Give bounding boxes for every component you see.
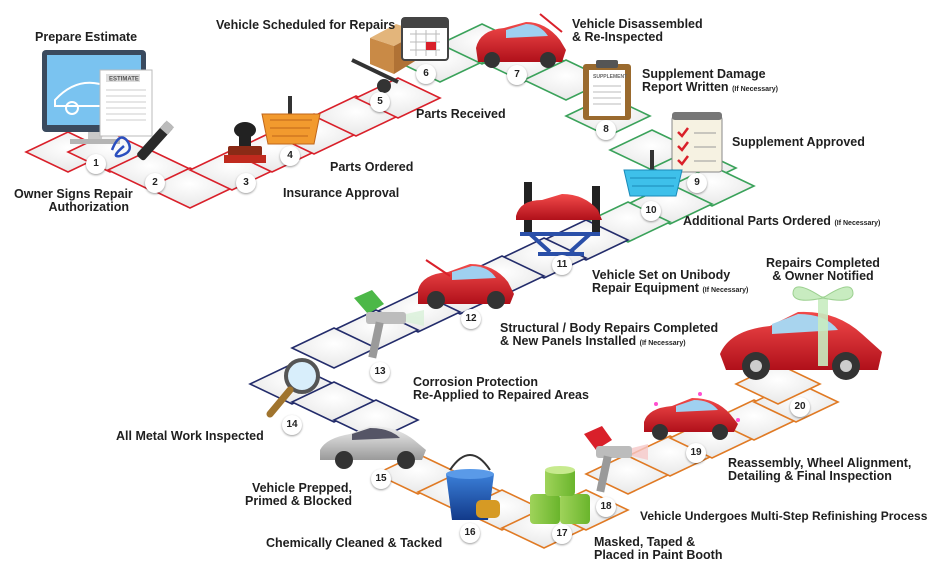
step-number-10: 10 <box>641 201 661 221</box>
estimate-paper-icon: ESTIMATE <box>99 69 153 137</box>
supplement-text: SUPPLEMENT <box>593 74 627 80</box>
label-step-3: Insurance Approval <box>283 186 400 200</box>
step-number-5: 5 <box>370 92 390 112</box>
step-number-12: 12 <box>461 309 481 329</box>
label-step-1: Prepare Estimate <box>35 30 138 44</box>
label-step-7: Vehicle Disassembled& Re-Inspected <box>572 17 703 44</box>
label-step-19: Reassembly, Wheel Alignment,Detailing & … <box>728 456 912 483</box>
step-number-8: 8 <box>596 120 616 140</box>
label-step-17: Masked, Taped &Placed in Paint Booth <box>594 535 723 562</box>
red-car-icon-7 <box>476 13 566 68</box>
step-number-7: 7 <box>507 65 527 85</box>
board-tile <box>290 327 378 369</box>
step-number-17: 17 <box>552 524 572 544</box>
step-number-14: 14 <box>282 415 302 435</box>
step-number-4: 4 <box>280 146 300 166</box>
spray-gun-icon-13 <box>354 290 424 359</box>
label-step-9: Supplement Approved <box>732 135 865 149</box>
label-step-12: Structural / Body Repairs Completed& New… <box>500 321 719 348</box>
label-step-15: Vehicle Prepped,Primed & Blocked <box>245 481 352 508</box>
label-step-18: Vehicle Undergoes Multi-Step Refinishing… <box>640 509 928 523</box>
calendar-icon <box>401 17 449 61</box>
magnifying-glass-icon <box>266 358 320 418</box>
label-step-14: All Metal Work Inspected <box>116 429 264 443</box>
shiny-car-icon <box>644 392 740 440</box>
step-number-16: 16 <box>460 523 480 543</box>
step-number-18: 18 <box>596 497 616 517</box>
estimate-text: ESTIMATE <box>109 77 139 83</box>
silver-car-icon <box>320 426 426 469</box>
red-car-icon-12 <box>418 259 514 309</box>
label-step-20: Repairs Completed& Owner Notified <box>766 256 880 283</box>
bucket-sponge-icon <box>446 454 500 520</box>
step-number-2: 2 <box>145 173 165 193</box>
spray-gun-icon-18 <box>584 426 648 493</box>
step-number-13: 13 <box>370 362 390 382</box>
step-number-19: 19 <box>686 443 706 463</box>
car-on-lift-icon <box>516 182 602 256</box>
step-number-6: 6 <box>416 64 436 84</box>
pen-signature-icon <box>110 120 175 161</box>
step-number-11: 11 <box>552 255 572 275</box>
label-step-10: Additional Parts Ordered (If Necessary) <box>683 214 881 228</box>
step-number-15: 15 <box>371 469 391 489</box>
step-number-9: 9 <box>687 173 707 193</box>
label-step-4: Parts Ordered <box>330 160 414 174</box>
blue-basket-icon <box>623 150 683 197</box>
rubber-stamp-icon <box>224 122 266 163</box>
shopping-basket-icon <box>261 96 321 145</box>
clipboard-icon: SUPPLEMENT <box>583 60 631 120</box>
label-step-5: Parts Received <box>416 107 506 121</box>
label-step-6: Vehicle Scheduled for Repairs <box>216 18 396 32</box>
step-number-3: 3 <box>236 173 256 193</box>
checklist-icon <box>671 112 723 173</box>
label-step-16: Chemically Cleaned & Tacked <box>266 536 443 550</box>
step-number-20: 20 <box>790 397 810 417</box>
step-number-1: 1 <box>86 154 106 174</box>
gift-car-icon <box>720 286 882 380</box>
masking-tape-icon <box>530 466 590 524</box>
